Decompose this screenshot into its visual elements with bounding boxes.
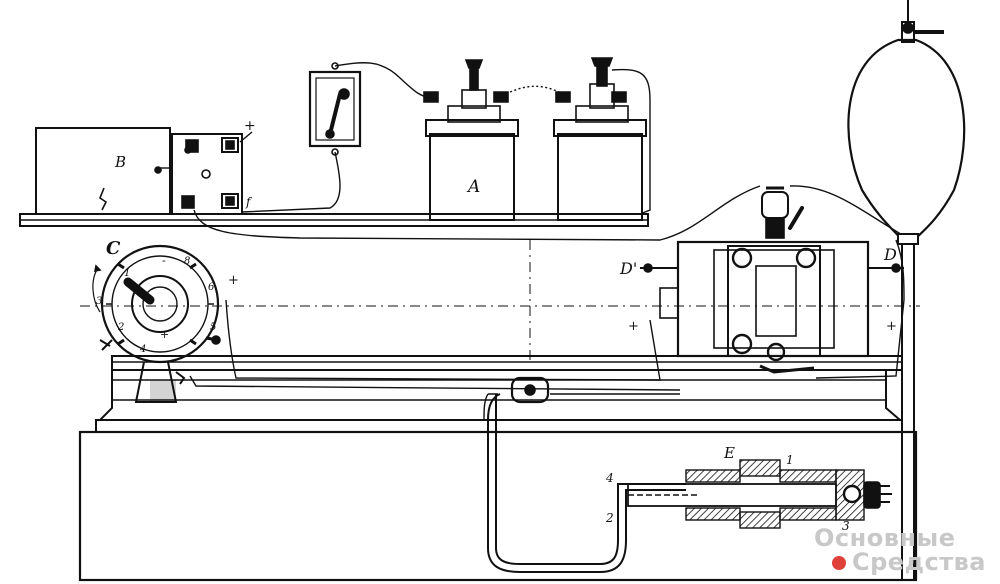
label-plus-right: + [886,319,897,334]
vessel-d [640,186,904,374]
label-c-8: 8 [184,256,190,267]
label-minus-box: - [194,126,199,142]
box-b [35,127,171,215]
label-c-4: 4 [139,344,146,355]
knife-switch [308,62,362,156]
label-c-1: 1 [124,268,130,279]
axis-line [80,240,920,360]
battery-cell-2 [553,57,647,221]
label-e-3: 3 [842,519,850,533]
watermark-line1: Основные [814,524,956,552]
label-e-2: 2 [605,511,614,525]
label-plus-mid: + [628,319,639,334]
label-battery: A [466,177,480,197]
label-e-4: 4 [605,471,614,485]
label-section: E [723,444,735,462]
watermark-line2: Средства [852,548,986,576]
label-commutator: C [106,238,121,259]
commutator-base [134,361,186,403]
switch-panel [171,133,243,215]
battery-cell-1 [423,59,519,221]
label-e-1: 1 [786,453,794,467]
upper-shelf [19,213,649,227]
label-c-6: 6 [208,282,215,293]
commutator-c [92,244,221,364]
label-c-2: 2 [117,322,124,333]
label-box: B [114,153,126,171]
label-f-terminal: f [245,195,253,209]
section-e [627,459,892,529]
flask [847,0,966,580]
diagram-labels: A B C D' D E + - f + + + + - 8 6 5 3 2 1… [96,118,897,533]
machine-bed [78,355,918,582]
label-c-5: 5 [210,322,216,333]
label-plus-box: + [244,118,256,134]
label-plus-left: + [228,273,239,288]
label-c-plus: + [160,328,169,341]
watermark-dot [832,556,847,570]
lower-wiring [189,239,905,421]
label-electrode-left: D' [619,259,637,278]
label-electrode-right: D [883,245,897,264]
hose-valve [487,376,686,573]
label-c-minus: - [162,254,166,267]
watermark: Основные Средства [814,526,986,574]
label-c-3: 3 [96,296,102,307]
